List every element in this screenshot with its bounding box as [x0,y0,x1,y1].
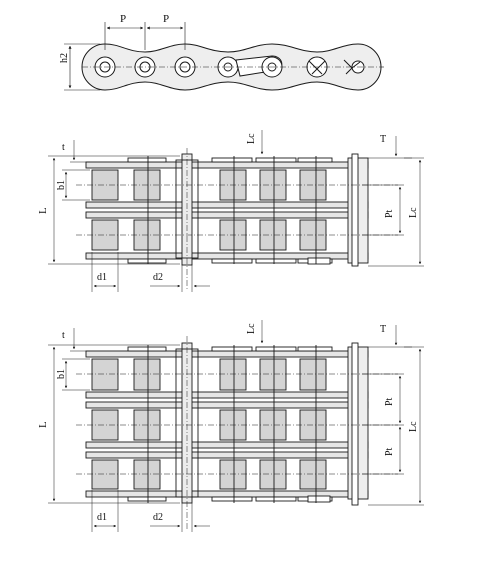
lc-side-label-duplex: Lc [408,207,419,218]
b1-label-triplex: b1 [56,369,67,379]
d1-label-triplex: d1 [97,512,107,523]
duplex-chain-plan [48,130,424,292]
lc-label-duplex: Lc [246,133,257,144]
triplex-chain-plan [48,320,424,532]
cotter-pin-2 [343,59,361,75]
t-label-triplex: t [62,330,65,341]
cotter-pin-1 [308,60,326,75]
b1-label-duplex: b1 [56,180,67,190]
d1-label-duplex: d1 [97,272,107,283]
pitch-label-right: P [163,13,169,25]
T-label-triplex: T [380,324,386,335]
d2-label-triplex: d2 [153,512,163,523]
t-label-duplex: t [62,142,65,153]
pt1-label-triplex: Pt [384,397,395,406]
L-label-triplex: L [37,421,49,428]
pt-label-duplex: Pt [384,209,395,218]
h2-label: h2 [59,53,70,63]
d2-label-duplex: d2 [153,272,163,283]
lc-side-label-triplex: Lc [408,421,419,432]
pitch-label-left: P [120,13,126,25]
T-label-duplex: T [380,134,386,145]
lc-label-triplex: Lc [246,323,257,334]
L-label-duplex: L [37,207,49,214]
chain-side-view [64,22,384,91]
pt2-label-triplex: Pt [384,447,395,456]
